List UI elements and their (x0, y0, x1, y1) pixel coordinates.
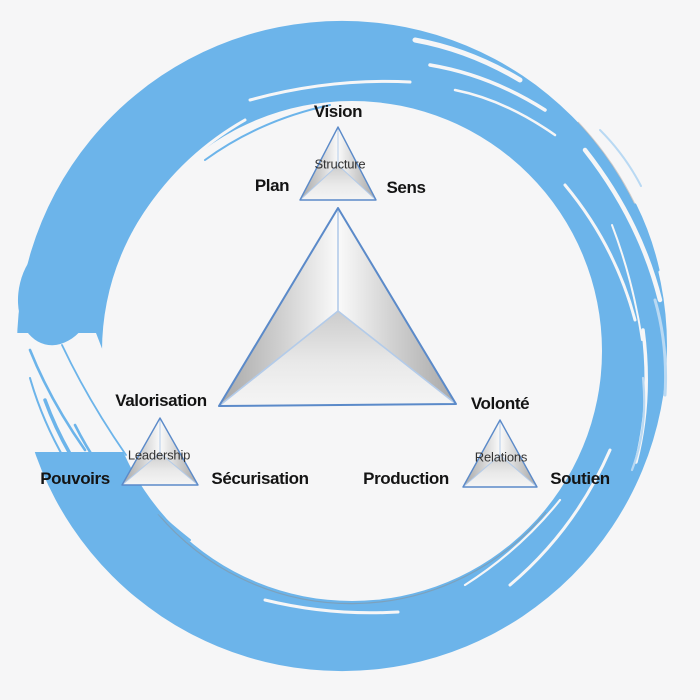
label-volonte: Volonté (470, 394, 530, 413)
label-vision: Vision (313, 102, 363, 121)
label-relations: Relations (474, 449, 528, 465)
tetrahedron-center (218, 207, 457, 407)
label-soutien: Soutien (550, 469, 610, 488)
tetrahedron-relations (462, 419, 538, 488)
tetrahedron-structure (299, 126, 377, 201)
label-plan: Plan (254, 176, 290, 195)
label-valorisation: Valorisation (115, 391, 207, 410)
label-securisation: Sécurisation (211, 469, 309, 488)
label-leadership: Leadership (127, 447, 191, 463)
label-sens: Sens (386, 178, 426, 197)
label-pouvoirs: Pouvoirs (40, 469, 110, 488)
label-structure: Structure (314, 156, 366, 172)
label-production: Production (363, 469, 449, 488)
tetrahedron-leadership (121, 417, 199, 486)
